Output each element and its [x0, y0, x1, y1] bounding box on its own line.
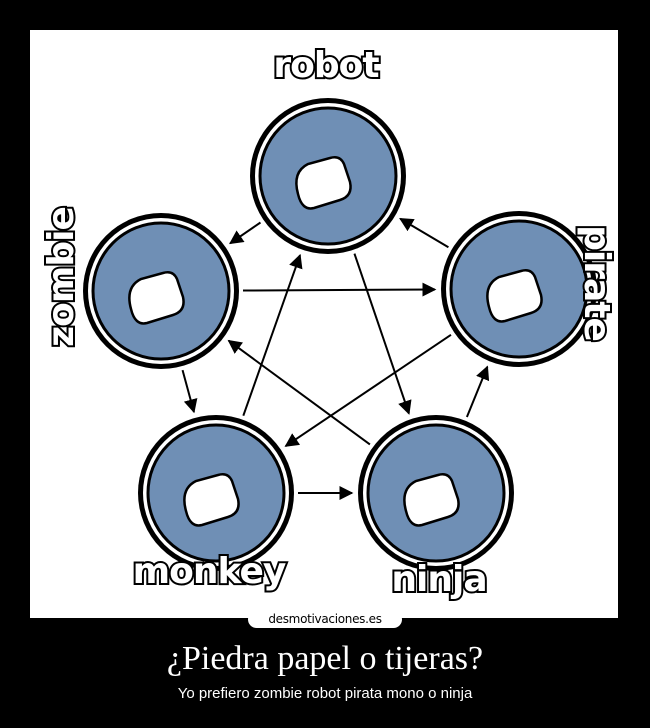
node-label-zombie: zombie [41, 207, 82, 347]
poster-subtitle: Yo prefiero zombie robot pirata mono o n… [177, 685, 473, 702]
node-label-robot: robot [273, 45, 379, 86]
watermark: desmotivaciones.es [248, 611, 402, 628]
node-monkey [138, 415, 294, 571]
edge-monkey-to-robot [242, 253, 303, 417]
edge-ninja-to-pirate [465, 365, 490, 418]
edge-zombie-to-monkey [181, 369, 198, 414]
hand-icon-ninja [403, 473, 460, 527]
hand-icon-robot [295, 156, 352, 210]
node-ninja [358, 415, 514, 571]
rps-diagram: robot pirate ninja monkey zombie [39, 43, 617, 602]
edge-robot-to-zombie [229, 221, 262, 245]
node-robot [250, 98, 406, 254]
edge-pirate-to-monkey [284, 333, 452, 447]
edge-zombie-to-pirate [242, 282, 437, 297]
hand-icon-zombie [128, 271, 185, 325]
node-pirate [441, 211, 597, 367]
node-label-monkey: monkey [133, 551, 286, 592]
node-zombie [83, 213, 239, 369]
labels-layer: robot pirate ninja monkey zombie [39, 43, 617, 602]
poster-title: ¿Piedra papel o tijeras? [166, 640, 484, 677]
node-label-ninja: ninja [391, 559, 486, 600]
nodes-layer [83, 98, 597, 571]
hand-icon-pirate [486, 269, 543, 323]
edges-layer [181, 217, 490, 500]
edge-pirate-to-robot [399, 217, 449, 249]
node-label-pirate: pirate [576, 225, 617, 341]
edge-ninja-to-zombie [227, 339, 371, 446]
edge-robot-to-ninja [353, 253, 412, 415]
hand-icon-monkey [183, 473, 240, 527]
